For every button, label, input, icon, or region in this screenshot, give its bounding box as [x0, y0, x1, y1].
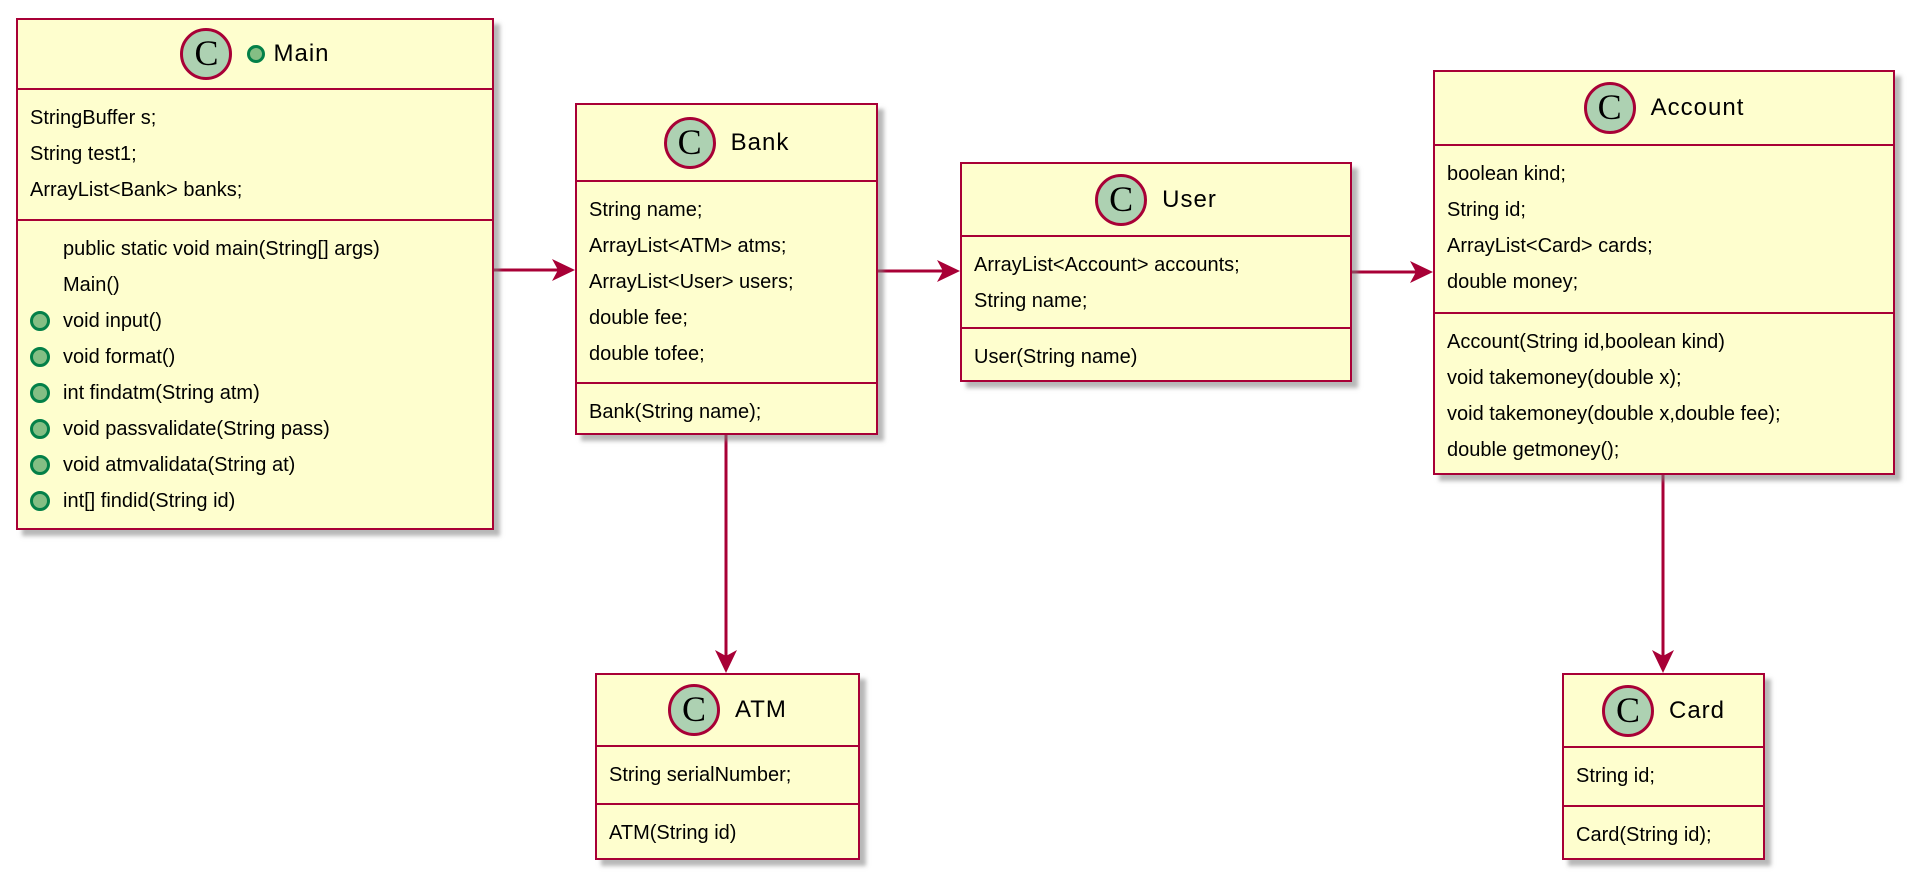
field: boolean kind;: [1447, 163, 1566, 185]
method-text: void atmvalidata(String at): [63, 454, 296, 476]
method-text: void passvalidate(String pass): [63, 418, 330, 440]
class-icon-letter: C: [1109, 178, 1134, 219]
methods-section-account: Account(String id,boolean kind) void tak…: [1435, 312, 1893, 478]
method: int findatm(String atm): [30, 375, 480, 411]
method-text: void input(): [63, 310, 162, 332]
fields-section-account: boolean kind; String id; ArrayList<Card>…: [1435, 146, 1893, 312]
method: public static void main(String[] args): [63, 238, 380, 260]
fields-section-user: ArrayList<Account> accounts; String name…: [962, 237, 1350, 327]
method: int[] findid(String id): [30, 483, 480, 519]
method-text: int[] findid(String id): [63, 490, 236, 512]
public-visibility-icon: [30, 491, 50, 511]
arrow-main-to-bank: [494, 259, 575, 281]
class-icon-letter: C: [1597, 87, 1622, 127]
field: String name;: [974, 290, 1088, 312]
arrow-account-to-card: [1652, 475, 1674, 673]
field: double tofee;: [589, 343, 705, 365]
class-header-account: C Account: [1435, 72, 1893, 146]
class-header-main: C Main: [18, 20, 492, 90]
field: ArrayList<User> users;: [589, 271, 794, 293]
class-box-atm: C ATM String serialNumber; ATM(String id…: [595, 673, 860, 860]
class-icon: C: [663, 116, 716, 169]
arrow-user-to-account: [1352, 261, 1433, 283]
class-box-card: C Card String id; Card(String id);: [1562, 673, 1765, 860]
class-header-atm: C ATM: [597, 675, 858, 747]
class-box-account: C Account boolean kind; String id; Array…: [1433, 70, 1895, 475]
field: String id;: [1447, 199, 1526, 221]
class-box-main: C Main StringBuffer s; String test1; Arr…: [16, 18, 494, 530]
method: void atmvalidata(String at): [30, 447, 480, 483]
class-header-bank: C Bank: [577, 105, 876, 182]
method: void input(): [30, 303, 480, 339]
methods-section-main: public static void main(String[] args) M…: [18, 219, 492, 529]
class-box-user: C User ArrayList<Account> accounts; Stri…: [960, 162, 1352, 382]
class-name: User: [1162, 185, 1217, 213]
class-icon: C: [180, 28, 233, 80]
class-header-user: C User: [962, 164, 1350, 237]
method: void takemoney(double x,double fee);: [1447, 403, 1781, 425]
fields-section-atm: String serialNumber;: [597, 747, 858, 803]
arrow-bank-to-atm: [715, 435, 737, 673]
fields-section-bank: String name; ArrayList<ATM> atms; ArrayL…: [577, 182, 876, 382]
field: ArrayList<ATM> atms;: [589, 235, 787, 257]
class-name: Account: [1650, 94, 1745, 121]
method: User(String name): [974, 346, 1138, 368]
method: Bank(String name);: [589, 401, 762, 423]
class-icon-letter: C: [682, 689, 707, 729]
field: String serialNumber;: [609, 764, 792, 786]
class-icon: C: [1583, 82, 1636, 134]
public-visibility-icon: [30, 383, 50, 403]
class-name: ATM: [735, 696, 787, 723]
class-icon: C: [668, 684, 721, 736]
field: ArrayList<Account> accounts;: [974, 254, 1240, 276]
class-name: Bank: [730, 128, 790, 156]
method: void takemoney(double x);: [1447, 367, 1682, 389]
field: String name;: [589, 199, 703, 221]
field: double fee;: [589, 307, 688, 329]
public-visibility-icon: [247, 45, 266, 63]
field: String test1;: [30, 143, 137, 165]
field: StringBuffer s;: [30, 107, 157, 129]
method: ATM(String id): [609, 822, 737, 844]
method-text: int findatm(String atm): [63, 382, 260, 404]
public-visibility-icon: [30, 455, 50, 475]
public-visibility-icon: [30, 311, 50, 331]
method: void passvalidate(String pass): [30, 411, 480, 447]
method: Card(String id);: [1576, 824, 1712, 846]
methods-section-card: Card(String id);: [1564, 805, 1763, 863]
method-text: void format(): [63, 346, 176, 368]
methods-section-bank: Bank(String name);: [577, 382, 876, 440]
class-icon-letter: C: [1615, 689, 1640, 730]
class-icon-letter: C: [194, 33, 219, 73]
class-icon: C: [1095, 173, 1148, 226]
class-name: Card: [1668, 696, 1726, 724]
fields-section-main: StringBuffer s; String test1; ArrayList<…: [18, 90, 492, 219]
class-box-bank: C Bank String name; ArrayList<ATM> atms;…: [575, 103, 878, 435]
field: ArrayList<Card> cards;: [1447, 235, 1653, 257]
class-name: Main: [273, 40, 330, 67]
arrow-bank-to-user: [878, 260, 960, 282]
class-header-card: C Card: [1564, 675, 1763, 748]
method: Account(String id,boolean kind): [1447, 331, 1725, 353]
field: ArrayList<Bank> banks;: [30, 179, 243, 201]
fields-section-card: String id;: [1564, 748, 1763, 805]
method: void format(): [30, 339, 480, 375]
method: Main(): [63, 274, 120, 296]
public-visibility-icon: [30, 347, 50, 367]
public-visibility-icon: [30, 419, 50, 439]
class-icon: C: [1601, 684, 1654, 737]
field: String id;: [1576, 765, 1655, 787]
methods-section-atm: ATM(String id): [597, 803, 858, 861]
method: double getmoney();: [1447, 439, 1620, 461]
methods-section-user: User(String name): [962, 327, 1350, 385]
field: double money;: [1447, 271, 1579, 293]
class-icon-letter: C: [677, 121, 702, 162]
